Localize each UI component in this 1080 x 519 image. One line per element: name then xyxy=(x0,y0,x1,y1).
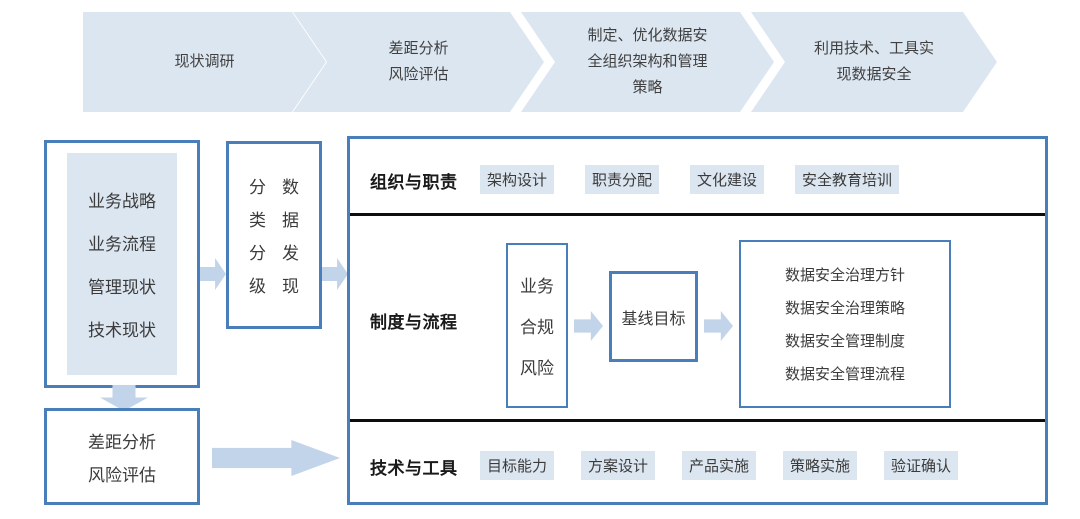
policy-outputs-box[interactable] xyxy=(739,240,951,408)
survey-item-2: 管理现状 xyxy=(88,278,156,297)
discover-char-2: 发 xyxy=(282,244,299,263)
data-classification-columns: 分 类 分 级 数 据 发 现 xyxy=(226,141,322,329)
policy-input-0: 业务 xyxy=(520,277,554,296)
current-state-survey-items: 业务战略 业务流程 管理现状 技术现状 xyxy=(44,140,200,388)
governance-panel: 组织与职责 架构设计 职责分配 文化建设 安全教育培训 制度与流程 业务 合规 … xyxy=(347,136,1048,505)
gap-item-0: 差距分析 xyxy=(88,432,156,452)
survey-item-3: 技术现状 xyxy=(88,321,156,340)
baseline-target-box[interactable]: 基线目标 xyxy=(609,271,698,362)
classify-char-3: 级 xyxy=(249,277,266,296)
process-step-4-label: 利用技术、工具实 现数据安全 xyxy=(813,40,934,83)
tech-tag-2[interactable]: 产品实施 xyxy=(682,451,757,480)
discover-char-0: 数 xyxy=(282,178,299,197)
arrow-classification-to-panel xyxy=(322,258,348,290)
data-classification-box[interactable] xyxy=(226,141,322,329)
panel-divider-2 xyxy=(350,419,1045,422)
classification-col-left: 分 类 分 级 xyxy=(249,173,266,297)
section-title-policy: 制度与流程 xyxy=(370,313,458,332)
policy-input-1: 合规 xyxy=(520,318,554,337)
process-step-1-label: 现状调研 xyxy=(174,53,235,70)
policy-outputs-items: 数据安全治理方针 数据安全治理策略 数据安全管理制度 数据安全管理流程 xyxy=(739,240,951,408)
policy-inputs-items: 业务 合规 风险 xyxy=(506,243,568,408)
section-title-technology: 技术与工具 xyxy=(370,459,458,478)
org-tag-0[interactable]: 架构设计 xyxy=(480,165,555,194)
arrow-inputs-to-baseline xyxy=(574,311,603,341)
policy-input-2: 风险 xyxy=(520,359,554,378)
arrow-baseline-to-outputs xyxy=(704,311,733,341)
panel-divider-1 xyxy=(350,213,1045,216)
org-tag-3[interactable]: 安全教育培训 xyxy=(795,165,900,194)
org-tag-2[interactable]: 文化建设 xyxy=(690,165,765,194)
org-tag-1[interactable]: 职责分配 xyxy=(585,165,660,194)
policy-output-0: 数据安全治理方针 xyxy=(784,267,905,284)
arrow-survey-to-classification xyxy=(200,258,226,290)
tech-tag-3[interactable]: 策略实施 xyxy=(783,451,858,480)
gap-analysis-items: 差距分析 风险评估 xyxy=(44,408,200,505)
classify-char-0: 分 xyxy=(249,178,266,197)
baseline-target-label: 基线目标 xyxy=(621,310,686,328)
arrow-gap-to-panel xyxy=(212,440,340,476)
classify-char-2: 分 xyxy=(249,244,266,263)
classify-char-1: 类 xyxy=(249,211,266,230)
survey-item-0: 业务战略 xyxy=(88,192,156,211)
gap-item-1: 风险评估 xyxy=(88,465,156,485)
process-step-2-label: 差距分析 风险评估 xyxy=(388,40,449,83)
discover-char-1: 据 xyxy=(282,211,299,230)
process-step-2[interactable]: 差距分析 风险评估 xyxy=(293,12,544,112)
section-title-organization: 组织与职责 xyxy=(370,173,458,192)
current-state-survey-fill xyxy=(67,153,177,375)
process-step-4[interactable]: 利用技术、工具实 现数据安全 xyxy=(751,12,997,112)
policy-output-3: 数据安全管理流程 xyxy=(784,366,905,383)
process-step-1[interactable]: 现状调研 xyxy=(83,12,326,112)
tech-tag-4[interactable]: 验证确认 xyxy=(884,451,959,480)
process-step-3-label: 制定、优化数据安 全组织架构和管理 策略 xyxy=(587,27,708,96)
tech-tag-0[interactable]: 目标能力 xyxy=(480,451,555,480)
tech-tag-1[interactable]: 方案设计 xyxy=(581,451,656,480)
gap-analysis-box[interactable] xyxy=(44,408,200,505)
survey-item-1: 业务流程 xyxy=(88,235,156,254)
policy-output-2: 数据安全管理制度 xyxy=(784,333,905,350)
classification-col-right: 数 据 发 现 xyxy=(282,173,299,297)
policy-inputs-box[interactable] xyxy=(506,243,568,408)
policy-output-1: 数据安全治理策略 xyxy=(784,300,905,317)
process-step-3[interactable]: 制定、优化数据安 全组织架构和管理 策略 xyxy=(521,12,774,112)
discover-char-3: 现 xyxy=(282,277,299,296)
